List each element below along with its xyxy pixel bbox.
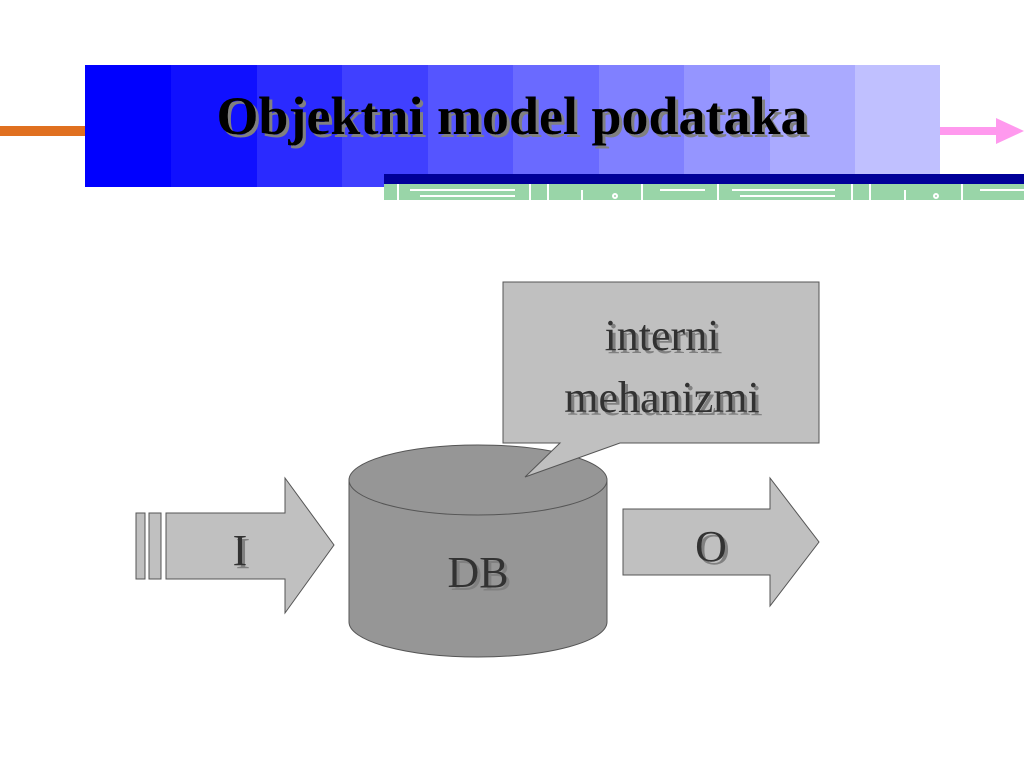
title-band-block [599,65,684,187]
header-decoration [0,65,1024,200]
output-arrow-label: O [695,522,727,571]
title-gradient-band [85,65,940,187]
input-arrow: I [135,476,335,615]
database-cylinder-body [348,479,608,658]
title-band-block [342,65,428,187]
input-arrow-shape [165,476,335,615]
green-strip [384,184,1024,200]
input-arrow-tail-bar [148,512,162,580]
title-band-block [513,65,599,187]
input-arrow-label: I [233,526,248,575]
output-arrow: O [622,476,820,608]
left-orange-rule [0,126,90,136]
title-band-block [85,65,171,187]
callout-text-line2: mehanizmi [564,373,760,422]
database-label: DB [447,548,508,597]
title-band-block [171,65,257,187]
title-band-block [257,65,342,187]
right-pink-rule [940,127,1002,135]
callout-shape [502,281,820,478]
title-band-block [855,65,940,187]
right-pink-arrow-icon [996,118,1024,144]
title-band-block [684,65,770,187]
navy-stripe [384,174,1024,184]
title-band-block [428,65,513,187]
green-strip-pattern [397,184,1024,200]
callout-text-line1: interni [605,311,720,360]
database-cylinder: DB [348,444,608,658]
callout-box: interni mehanizmi [502,281,820,478]
title-band-block [770,65,855,187]
input-arrow-tail-bar [135,512,146,580]
output-arrow-shape [622,476,820,608]
page-title: Objektni model podataka [216,86,807,146]
